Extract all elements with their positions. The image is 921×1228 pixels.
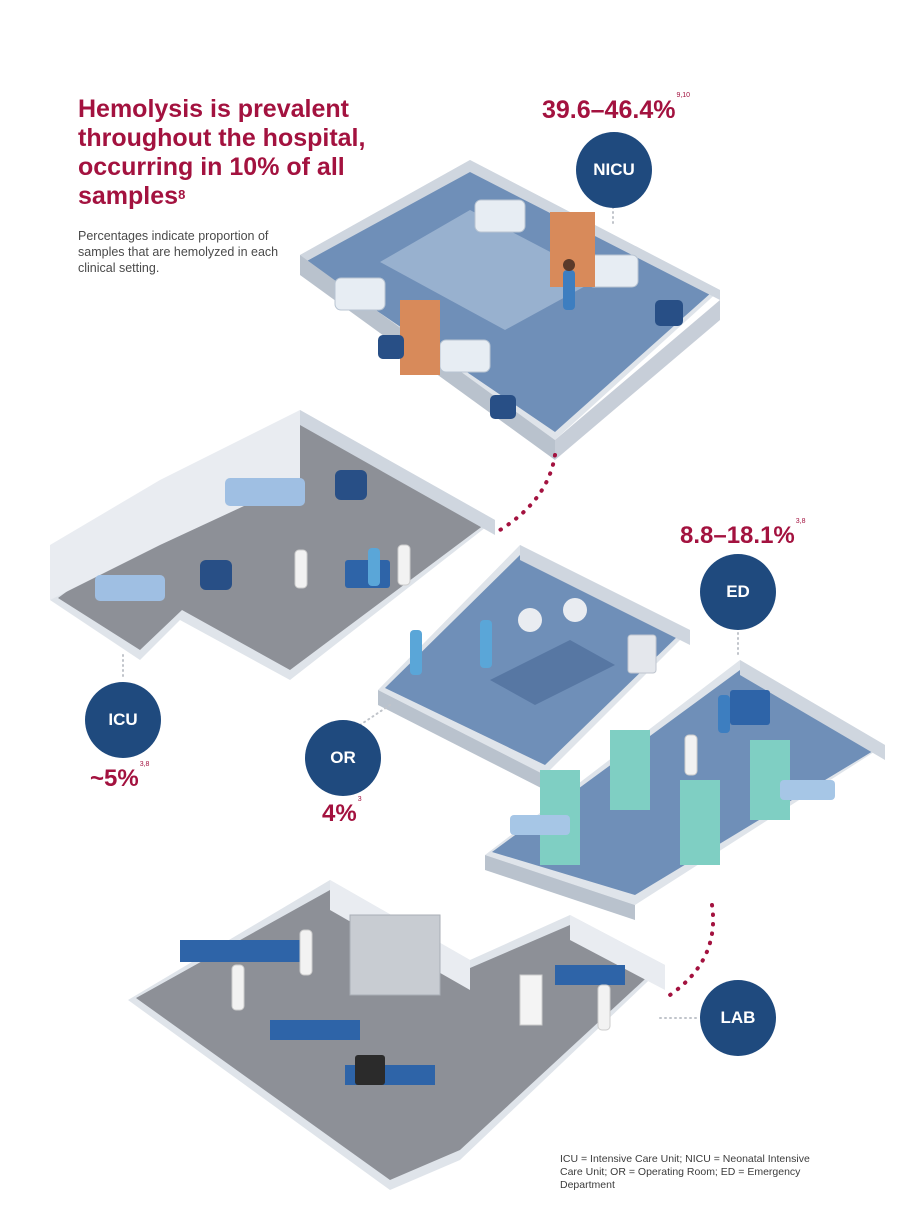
nicu-incubator <box>334 277 386 311</box>
icu-chair <box>335 470 367 500</box>
nicu-percentage: 39.6–46.4%9,10 <box>542 92 691 124</box>
nicu-label: NICU <box>593 160 635 179</box>
ed-curtain <box>750 740 790 820</box>
ed-staff <box>684 734 698 776</box>
icu-room <box>50 410 495 680</box>
lab-staff <box>231 964 245 1011</box>
icu-staff <box>368 548 380 586</box>
icu-bed <box>95 575 165 601</box>
or-cabinet <box>627 634 657 674</box>
or-leader <box>359 704 391 726</box>
or-staff <box>410 630 422 675</box>
ed-room <box>485 660 885 920</box>
icu-badge: ICU <box>85 682 161 758</box>
or-badge: OR <box>305 720 381 796</box>
leader-lines <box>122 201 739 1019</box>
lab-counter <box>555 965 625 985</box>
lab-room <box>128 880 665 1190</box>
page-subtitle: Percentages indicate proportion of sampl… <box>78 229 279 275</box>
icu-staff <box>294 549 308 589</box>
lab-bench <box>270 1020 360 1040</box>
ed-curtain <box>680 780 720 865</box>
title-reference: 8 <box>178 187 186 202</box>
nicu-nurse-head <box>563 259 575 271</box>
nicu-reference: 9,10 <box>676 92 691 99</box>
nicu-chair <box>378 335 404 359</box>
nicu-nurse <box>563 270 575 310</box>
abbreviation-footnote: ICU = Intensive Care Unit; NICU = Neonat… <box>560 1153 810 1191</box>
nicu-room <box>300 160 720 460</box>
connector-nicu-icu <box>498 453 557 532</box>
icu-bed <box>225 478 305 506</box>
ed-label: ED <box>726 582 750 601</box>
nicu-incubator <box>587 254 639 288</box>
or-room <box>378 545 690 790</box>
lab-staff <box>299 929 313 976</box>
lab-label: LAB <box>720 1008 756 1027</box>
nicu-incubator <box>474 199 526 233</box>
or-percentage: 4%3 <box>322 796 362 827</box>
ed-desk <box>730 690 770 725</box>
ed-bed <box>780 780 835 800</box>
icu-staff <box>397 544 411 586</box>
or-surgical-light <box>518 608 542 632</box>
ed-reference: 3,8 <box>795 518 806 525</box>
lab-analyzer <box>355 1055 385 1085</box>
ed-curtain <box>610 730 650 810</box>
lab-bench <box>180 940 300 962</box>
icu-reference: 3,8 <box>139 761 150 768</box>
lab-badge: LAB <box>700 980 776 1056</box>
icu-chair <box>200 560 232 590</box>
lab-staff <box>597 984 611 1031</box>
icu-percentage: ~5%3,8 <box>90 761 150 792</box>
nicu-incubator <box>439 339 491 373</box>
lab-cabinet <box>349 914 441 996</box>
ed-badge: ED <box>700 554 776 630</box>
page-title: Hemolysis is prevalent throughout the ho… <box>78 95 366 210</box>
nicu-curtain <box>400 300 440 375</box>
icu-cart <box>345 560 390 588</box>
nicu-chair <box>655 300 683 326</box>
ed-percentage: 8.8–18.1%3,8 <box>680 518 806 549</box>
icu-label: ICU <box>108 710 138 729</box>
nicu-chair <box>490 395 516 419</box>
or-reference: 3 <box>357 796 362 803</box>
nicu-badge: NICU <box>576 132 652 208</box>
lab-coat-rack <box>519 974 543 1026</box>
ed-staff <box>718 695 730 733</box>
or-surgical-light <box>563 598 587 622</box>
connector-ed-lab <box>668 903 715 997</box>
ed-bed <box>510 815 570 835</box>
or-staff <box>480 620 492 668</box>
or-label: OR <box>330 748 356 767</box>
